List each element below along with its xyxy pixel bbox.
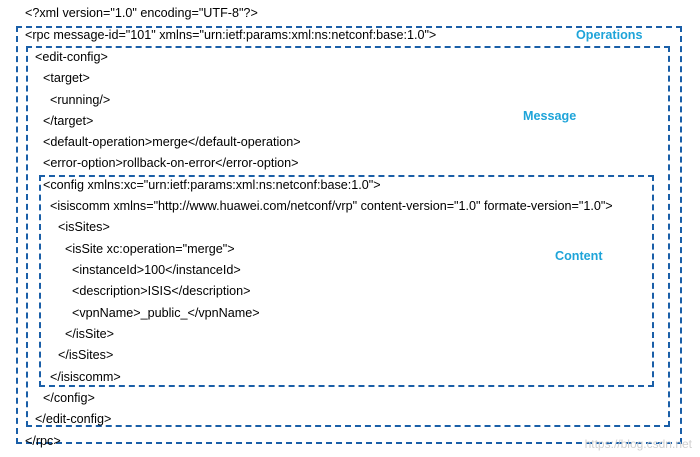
running-line: <running/> [50, 93, 111, 107]
message-box [26, 46, 670, 427]
vpnname-line: <vpnName>_public_</vpnName> [72, 306, 260, 320]
instanceid-line: <instanceId>100</instanceId> [72, 263, 241, 277]
issites-close-line: </isSites> [58, 348, 114, 362]
config-close-line: </config> [43, 391, 95, 405]
rpc-open-line: <rpc message-id="101" xmlns="urn:ietf:pa… [25, 28, 437, 42]
target-open-line: <target> [43, 71, 90, 85]
content-box [39, 175, 654, 387]
operations-box [16, 26, 682, 444]
edit-config-close-line: </edit-config> [35, 412, 112, 426]
default-operation-line: <default-operation>merge</default-operat… [43, 135, 301, 149]
isiscomm-close-line: </isiscomm> [50, 370, 121, 384]
content-label: Content [555, 249, 603, 263]
target-close-line: </target> [43, 114, 94, 128]
operations-label: Operations [576, 28, 643, 42]
config-open-line: <config xmlns:xc="urn:ietf:params:xml:ns… [43, 178, 381, 192]
watermark: https://blog.csdn.net [584, 437, 692, 451]
issite-open-line: <isSite xc:operation="merge"> [65, 242, 235, 256]
isiscomm-open-line: <isiscomm xmlns="http://www.huawei.com/n… [50, 199, 613, 213]
description-line: <description>ISIS</description> [72, 284, 251, 298]
edit-config-open-line: <edit-config> [35, 50, 108, 64]
issite-close-line: </isSite> [65, 327, 115, 341]
xml-declaration-line: <?xml version="1.0" encoding="UTF-8"?> [25, 6, 258, 20]
message-label: Message [523, 109, 577, 123]
error-option-line: <error-option>rollback-on-error</error-o… [43, 156, 299, 170]
issites-open-line: <isSites> [58, 220, 110, 234]
rpc-close-line: </rpc> [25, 434, 61, 448]
